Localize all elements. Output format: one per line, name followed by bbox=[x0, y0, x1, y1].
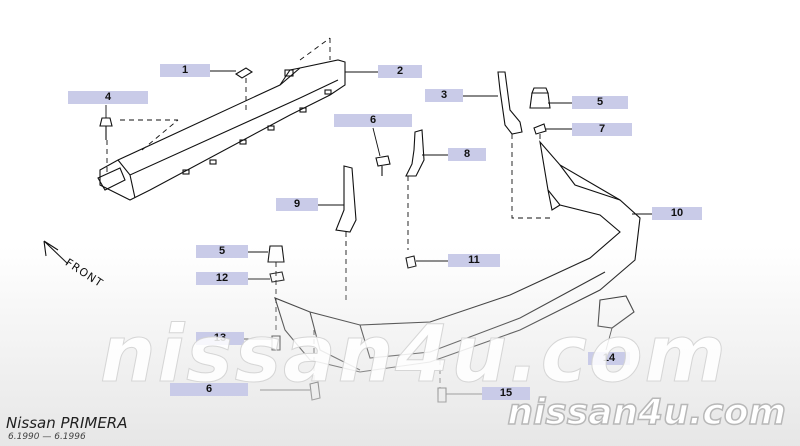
callout-11: 11 bbox=[448, 254, 500, 267]
callout-13: 13 bbox=[196, 332, 244, 345]
callout-5-top: 5 bbox=[572, 96, 628, 109]
bumper-reinforcement bbox=[97, 59, 346, 201]
part-13-screw bbox=[271, 335, 281, 351]
callout-8: 8 bbox=[448, 148, 486, 161]
part-1-plate bbox=[234, 67, 254, 79]
callout-6-lower: 6 bbox=[170, 383, 248, 396]
callout-15: 15 bbox=[482, 387, 530, 400]
callout-9: 9 bbox=[276, 198, 318, 211]
part-6-screw-top bbox=[375, 155, 391, 176]
part-8-bracket bbox=[405, 129, 425, 177]
callout-12: 12 bbox=[196, 272, 248, 285]
callout-2: 2 bbox=[378, 65, 422, 78]
part-9-bracket bbox=[335, 165, 357, 233]
callout-6-top: 6 bbox=[334, 114, 412, 127]
callout-1: 1 bbox=[160, 64, 210, 77]
model-name: Nissan PRIMERA bbox=[6, 414, 128, 432]
part-6-screw-lower bbox=[309, 381, 321, 401]
callout-14: 14 bbox=[588, 352, 630, 365]
part-15-fastener bbox=[437, 387, 447, 403]
part-7-clip bbox=[533, 123, 547, 135]
callout-4: 4 bbox=[68, 91, 148, 104]
model-years: 6.1990 — 6.1996 bbox=[8, 432, 86, 442]
part-14-piece bbox=[597, 295, 635, 329]
part-3-bracket bbox=[497, 71, 523, 135]
part-12-clip bbox=[269, 271, 285, 283]
part-5-clip-lower bbox=[267, 245, 285, 263]
part-11-fastener bbox=[405, 255, 417, 269]
part-4-bolt bbox=[99, 117, 113, 140]
callout-10: 10 bbox=[652, 207, 702, 220]
callout-5-lower: 5 bbox=[196, 245, 248, 258]
front-arrow-icon bbox=[43, 240, 69, 265]
callout-7: 7 bbox=[572, 123, 632, 136]
part-5-clip-top bbox=[529, 87, 551, 109]
callout-3: 3 bbox=[425, 89, 463, 102]
